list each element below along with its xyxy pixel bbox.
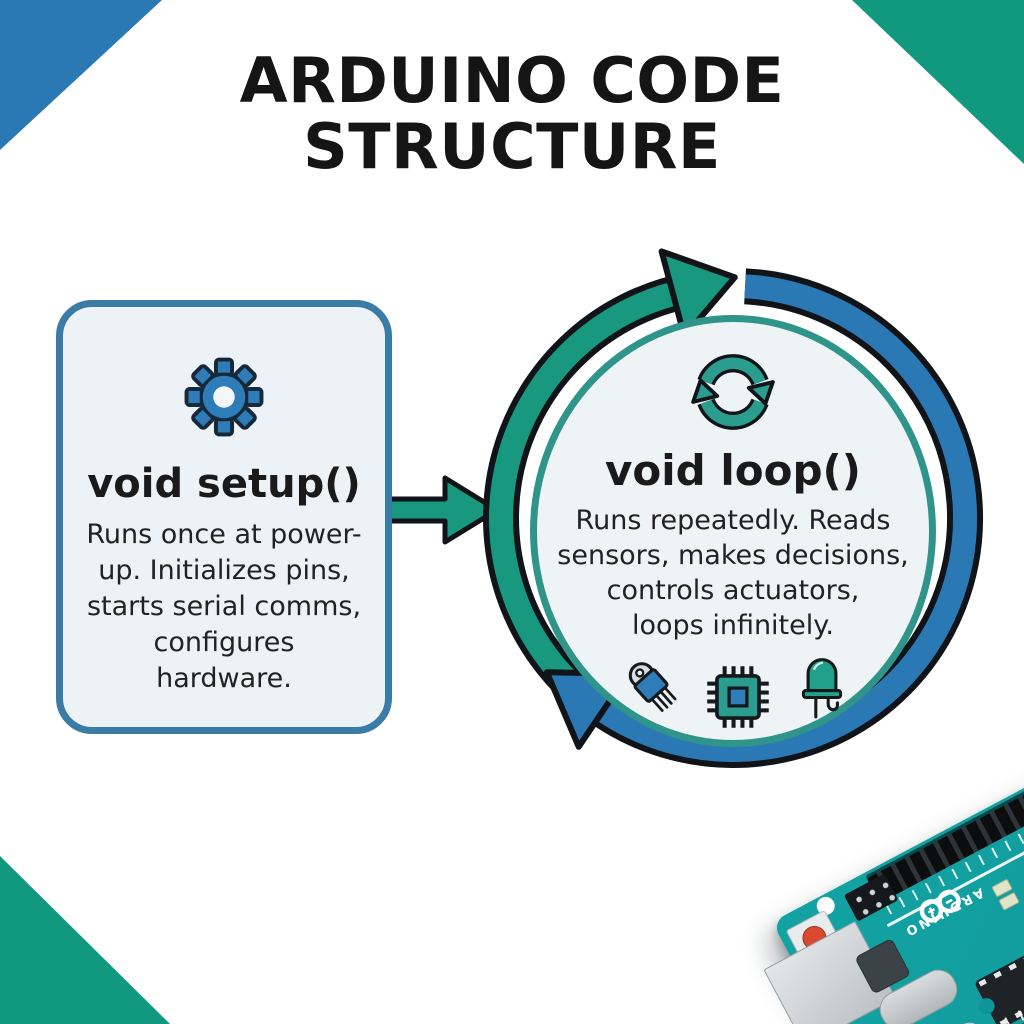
loop-line: loops infinitely.: [632, 610, 834, 641]
setup-line: starts serial comms,: [86, 591, 362, 622]
loop-heading: void loop(): [605, 446, 861, 495]
setup-line: Runs once at power-: [86, 519, 362, 550]
setup-card: void setup() Runs once at power- up. Ini…: [56, 300, 392, 734]
chip-notch: [975, 995, 998, 1017]
sync-icon: [685, 348, 781, 440]
setup-line: configures: [153, 627, 295, 658]
page-title: ARDUINO CODE STRUCTURE: [0, 48, 1024, 179]
setup-line: up. Initializes pins,: [98, 555, 350, 586]
title-line-2: STRUCTURE: [303, 109, 721, 183]
arduino-logo: ARDUINO: [890, 879, 996, 945]
loop-line: Runs repeatedly. Reads: [575, 505, 891, 536]
component-icons-row: [618, 651, 848, 735]
flow-arrow-icon: [380, 475, 500, 545]
loop-description: Runs repeatedly. Reads sensors, makes de…: [557, 503, 908, 643]
setup-line: hardware.: [156, 663, 292, 694]
corner-triangle-bottom-left: [0, 856, 170, 1024]
transistor-icon: [618, 651, 680, 721]
setup-heading: void setup(): [87, 461, 361, 507]
loop-line: sensors, makes decisions,: [557, 540, 909, 571]
infinity-logo-icon: [919, 889, 961, 923]
capacitor: [951, 1018, 988, 1024]
loop-line: controls actuators,: [606, 575, 860, 606]
gear-icon: [182, 355, 266, 443]
title-line-1: ARDUINO CODE: [239, 44, 785, 117]
led-icon: [796, 655, 848, 727]
setup-description: Runs once at power- up. Initializes pins…: [86, 517, 361, 697]
arduino-board-image: ARDUINO: [763, 630, 1024, 1024]
loop-circle: void loop() Runs repeatedly. Reads senso…: [530, 315, 936, 747]
microchip-icon: [704, 663, 772, 735]
